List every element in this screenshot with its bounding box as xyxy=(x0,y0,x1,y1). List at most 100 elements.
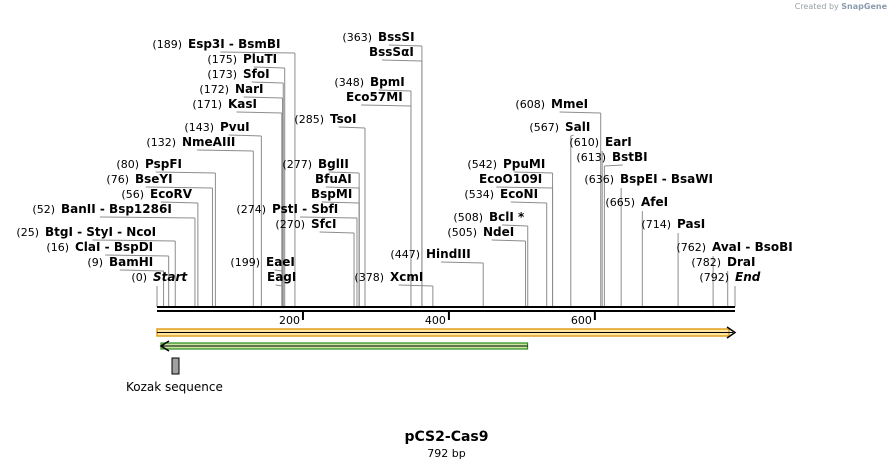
leader-line-bsssi xyxy=(388,44,422,47)
leader-line-eagi xyxy=(275,284,283,287)
leader-line-ppumi xyxy=(513,171,553,174)
site-position-end: (792) xyxy=(699,271,729,284)
site-position-pvui: (143) xyxy=(184,121,214,134)
site-position-pluti: (175) xyxy=(207,53,237,66)
enzyme-label-psti[interactable]: PstI - SbfI xyxy=(272,202,338,216)
site-position-sali: (567) xyxy=(529,121,559,134)
site-position-econi: (534) xyxy=(464,188,494,201)
enzyme-label-eagi[interactable]: EagI xyxy=(267,270,296,284)
plasmid-name: pCS2-Cas9 xyxy=(404,429,489,445)
enzyme-label-pluti[interactable]: PluTI xyxy=(243,52,277,66)
enzyme-label-bstbi[interactable]: BstBI xyxy=(612,150,648,164)
enzyme-label-eaei[interactable]: EaeI xyxy=(266,255,295,269)
site-position-drai: (782) xyxy=(691,256,721,269)
leader-line-kasi xyxy=(236,111,282,114)
site-position-pasi: (714) xyxy=(641,218,671,231)
enzyme-label-bspei[interactable]: BspEI - BsaWI xyxy=(620,172,713,186)
enzyme-label-bspmi[interactable]: BspMI xyxy=(311,187,352,201)
leader-line-banii xyxy=(99,216,195,219)
site-position-bspei: (636) xyxy=(584,173,614,186)
ruler-tick-label-600: 600 xyxy=(571,314,592,327)
ruler-tick-label-400: 400 xyxy=(425,314,446,327)
kozak-feature-box[interactable] xyxy=(171,357,180,375)
enzyme-label-tsoi[interactable]: TsoI xyxy=(330,112,356,126)
enzyme-label-pvui[interactable]: PvuI xyxy=(220,120,250,134)
site-position-bsssi: (363) xyxy=(342,31,372,44)
enzyme-label-avai[interactable]: AvaI - BsoBI xyxy=(712,240,793,254)
kozak-label[interactable]: Kozak sequence xyxy=(126,380,223,394)
leader-line-nmeaiii xyxy=(197,149,254,152)
leader-line-sfci xyxy=(319,231,355,234)
enzyme-label-bfuai[interactable]: BfuAI xyxy=(315,172,352,186)
site-position-xcmi: (378) xyxy=(354,271,384,284)
leader-line-pspfi xyxy=(155,171,216,174)
site-position-bcli: (508) xyxy=(453,211,483,224)
enzyme-label-clai[interactable]: ClaI - BspDI xyxy=(75,240,153,254)
leader-line-tsoi xyxy=(338,126,366,129)
site-position-psti: (274) xyxy=(236,203,266,216)
leader-line-bfuai xyxy=(325,186,360,189)
enzyme-label-hindiii[interactable]: HindIII xyxy=(426,247,471,261)
enzyme-label-ecorv[interactable]: EcoRV xyxy=(150,187,193,201)
enzyme-label-bsssai[interactable]: BssSαI xyxy=(369,45,414,59)
enzyme-label-bamhi[interactable]: BamHI xyxy=(109,255,153,269)
leader-line-eaei xyxy=(274,269,283,272)
enzyme-label-sfci[interactable]: SfcI xyxy=(311,217,336,231)
enzyme-label-eari[interactable]: EarI xyxy=(605,135,632,149)
enzyme-label-bpmi[interactable]: BpmI xyxy=(370,75,405,89)
site-position-banii: (52) xyxy=(32,203,55,216)
leader-line-bamhi xyxy=(119,269,164,272)
enzyme-label-ppumi[interactable]: PpuMI xyxy=(503,157,545,171)
leader-line-psti xyxy=(300,216,357,219)
ruler-tick-label-200: 200 xyxy=(279,314,300,327)
enzyme-label-bsssi[interactable]: BssSI xyxy=(378,30,415,44)
enzyme-label-sali[interactable]: SalI xyxy=(565,120,590,134)
site-position-bpmi: (348) xyxy=(334,76,364,89)
enzyme-label-xcmi[interactable]: XcmI xyxy=(390,270,423,284)
site-position-nari: (172) xyxy=(199,83,229,96)
leader-line-bpmi xyxy=(378,89,411,92)
site-position-kasi: (171) xyxy=(192,98,222,111)
enzyme-label-mmei[interactable]: MmeI xyxy=(551,97,588,111)
enzyme-label-end[interactable]: End xyxy=(735,270,761,284)
site-position-btgi: (25) xyxy=(16,226,39,239)
leader-line-sfoi xyxy=(251,81,284,84)
enzyme-label-bcli[interactable]: BclI * xyxy=(489,210,525,224)
enzyme-label-kasi[interactable]: KasI xyxy=(228,97,257,111)
plasmid-length: 792 bp xyxy=(427,447,466,460)
enzyme-label-bseyi[interactable]: BseYI xyxy=(135,172,173,186)
enzyme-label-drai[interactable]: DraI xyxy=(727,255,755,269)
site-position-clai: (16) xyxy=(46,241,69,254)
enzyme-label-pspfi[interactable]: PspFI xyxy=(145,157,182,171)
leader-line-sali xyxy=(570,134,574,137)
leader-line-pvui xyxy=(228,134,262,137)
site-position-bglii: (277) xyxy=(282,158,312,171)
enzyme-label-nmeaiii[interactable]: NmeAIII xyxy=(182,135,235,149)
brand-prefix: Created by xyxy=(794,2,839,11)
site-position-ppumi: (542) xyxy=(467,158,497,171)
enzyme-label-nari[interactable]: NarI xyxy=(235,82,264,96)
enzyme-label-start[interactable]: Start xyxy=(153,270,188,284)
enzyme-label-pasi[interactable]: PasI xyxy=(677,217,705,231)
site-position-ecorv: (56) xyxy=(121,188,144,201)
enzyme-label-banii[interactable]: BanII - Bsp1286I xyxy=(61,202,172,216)
leader-line-bspmi xyxy=(321,201,360,204)
enzyme-label-bglii[interactable]: BglII xyxy=(318,157,349,171)
enzyme-label-btgi[interactable]: BtgI - StyI - NcoI xyxy=(45,225,156,239)
site-position-nmeaiii: (132) xyxy=(146,136,176,149)
site-position-bamhi: (9) xyxy=(87,256,103,269)
enzyme-label-sfoi[interactable]: SfoI xyxy=(243,67,270,81)
site-position-eaei: (199) xyxy=(230,256,260,269)
leader-line-ndei xyxy=(491,239,526,242)
enzyme-label-esp3i[interactable]: Esp3I - BsmBI xyxy=(188,37,280,51)
enzyme-label-econi[interactable]: EcoNI xyxy=(500,187,538,201)
enzyme-label-ndei[interactable]: NdeI xyxy=(483,225,514,239)
enzyme-label-ecoo109i[interactable]: EcoO109I xyxy=(479,172,542,186)
enzyme-label-eco57mi[interactable]: Eco57MI xyxy=(346,90,403,104)
leader-line-econi xyxy=(510,201,547,204)
leader-line-bsssai xyxy=(381,59,422,62)
enzyme-label-afei[interactable]: AfeI xyxy=(641,195,668,209)
site-position-esp3i: (189) xyxy=(152,38,182,51)
orf-arrow-head xyxy=(726,326,737,339)
